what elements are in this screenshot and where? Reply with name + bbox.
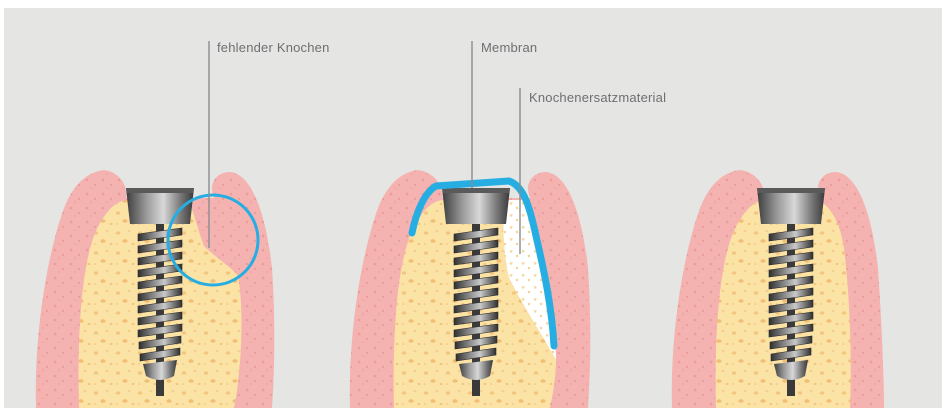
label-missing-bone: fehlender Knochen [217, 40, 330, 55]
illustration-panel: fehlender Knochen Membran Knochenersatzm… [4, 8, 942, 408]
stage-3-healed [672, 170, 884, 408]
label-membrane: Membran [481, 40, 537, 55]
stage-1-missing-bone [36, 41, 275, 408]
implant-augmentation-diagram [4, 8, 942, 408]
label-bone-substitute: Knochenersatzmaterial [529, 90, 666, 105]
